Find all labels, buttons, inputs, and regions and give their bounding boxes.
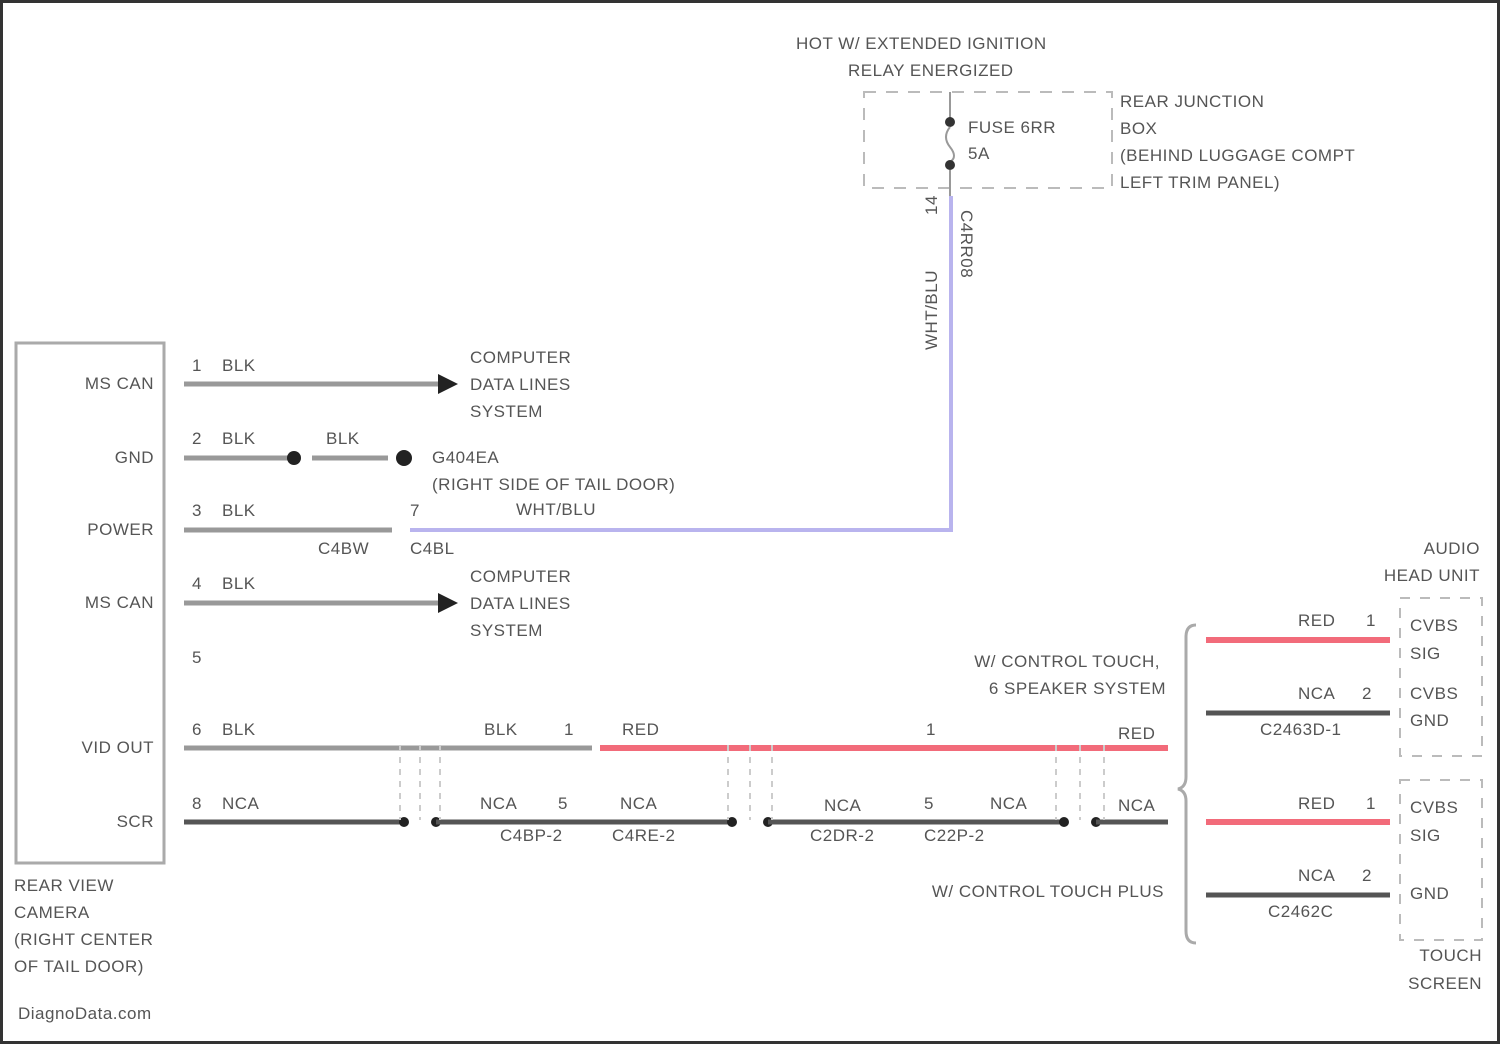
vid-red1: RED	[622, 720, 660, 739]
wire-color-2: BLK	[222, 429, 256, 448]
hu-name-2a: CVBS	[1410, 684, 1459, 703]
rjb-label-1: REAR JUNCTION	[1120, 92, 1265, 111]
wire-color-8: NCA	[222, 794, 260, 813]
pin-name-1: MS CAN	[84, 374, 154, 393]
ts-color-1: RED	[1298, 794, 1336, 813]
conn-c4re: C4RE-2	[612, 826, 676, 845]
system-a-1: W/ CONTROL TOUCH,	[974, 652, 1160, 671]
system-a-2: 6 SPEAKER SYSTEM	[988, 679, 1166, 698]
rjb-connector: C4RR08	[957, 210, 976, 279]
hu-pin-2: 2	[1362, 684, 1372, 703]
wire-color-1: BLK	[222, 356, 256, 375]
conn-c2dr: C2DR-2	[810, 826, 875, 845]
title-line-1: HOT W/ EXTENDED IGNITION	[796, 34, 1047, 53]
scr-nca-2: NCA	[620, 794, 658, 813]
cdl1-2: DATA LINES	[470, 375, 571, 394]
vid-pin1: 1	[564, 720, 574, 739]
scr-nca-4: NCA	[990, 794, 1028, 813]
pin-num-6: 6	[192, 720, 202, 739]
hu-name-1a: CVBS	[1410, 616, 1459, 635]
ts-pin-2: 2	[1362, 866, 1372, 885]
touch-label-1: TOUCH	[1419, 946, 1482, 965]
power-pin: 7	[410, 501, 420, 520]
hu-name-1b: SIG	[1410, 644, 1441, 663]
camera-label-4: OF TAIL DOOR)	[14, 957, 144, 976]
fuse-rating: 5A	[968, 144, 990, 163]
ts-connector: C2462C	[1268, 902, 1334, 921]
conn-c4bp: C4BP-2	[500, 826, 563, 845]
pin-name-6: VID OUT	[81, 738, 154, 757]
vid-pin2: 1	[926, 720, 936, 739]
rjb-pin: 14	[922, 195, 941, 215]
wire-color-2b: BLK	[326, 429, 360, 448]
power-conn-1: C4BW	[318, 539, 370, 558]
ts-name-2: GND	[1410, 884, 1450, 903]
camera-label-1: REAR VIEW	[14, 876, 114, 895]
ground-id: G404EA	[432, 448, 500, 467]
pin-name-8: SCR	[116, 812, 154, 831]
hu-connector: C2463D-1	[1260, 720, 1342, 739]
pin-name-2: GND	[114, 448, 154, 467]
cdl2-3: SYSTEM	[470, 621, 543, 640]
camera-label-2: CAMERA	[14, 903, 90, 922]
pin-num-5: 5	[192, 648, 202, 667]
head-unit-label-2: HEAD UNIT	[1383, 566, 1480, 585]
cdl1-1: COMPUTER	[470, 348, 572, 367]
system-b: W/ CONTROL TOUCH PLUS	[931, 882, 1164, 901]
camera-label-3: (RIGHT CENTER	[14, 930, 154, 949]
ts-name-1a: CVBS	[1410, 798, 1459, 817]
scr-nca-1: NCA	[480, 794, 518, 813]
hu-name-2b: GND	[1410, 711, 1450, 730]
pin-num-2: 2	[192, 429, 202, 448]
power-wire: WHT/BLU	[516, 500, 596, 519]
cdl2-2: DATA LINES	[470, 594, 571, 613]
power-conn-2: C4BL	[410, 539, 455, 558]
scr-pin-2: 5	[924, 794, 934, 813]
pin-num-4: 4	[192, 574, 202, 593]
pin-name-3: POWER	[87, 520, 154, 539]
title-line-2: RELAY ENERGIZED	[848, 61, 1014, 80]
conn-c22p: C22P-2	[924, 826, 985, 845]
head-unit-label-1: AUDIO	[1423, 539, 1480, 558]
wire-color-6: BLK	[222, 720, 256, 739]
scr-nca-5: NCA	[1118, 796, 1156, 815]
cdl1-3: SYSTEM	[470, 402, 543, 421]
hu-pin-1: 1	[1366, 611, 1376, 630]
watermark: DiagnoData.com	[18, 1004, 152, 1023]
ts-color-2: NCA	[1298, 866, 1336, 885]
pin-num-3: 3	[192, 501, 202, 520]
ground-loc: (RIGHT SIDE OF TAIL DOOR)	[432, 475, 676, 494]
pin-name-4: MS CAN	[84, 593, 154, 612]
pin-num-8: 8	[192, 794, 202, 813]
cdl2-1: COMPUTER	[470, 567, 572, 586]
fuse-label: FUSE 6RR	[968, 118, 1057, 137]
wire-color-3: BLK	[222, 501, 256, 520]
touch-label-2: SCREEN	[1408, 974, 1482, 993]
vid-blk: BLK	[484, 720, 518, 739]
ts-pin-1: 1	[1366, 794, 1376, 813]
wire-color-4: BLK	[222, 574, 256, 593]
rjb-wire: WHT/BLU	[922, 270, 941, 350]
rjb-label-3: (BEHIND LUGGAGE COMPT	[1120, 146, 1356, 165]
hu-color-2: NCA	[1298, 684, 1336, 703]
scr-nca-3: NCA	[824, 796, 862, 815]
rjb-label-4: LEFT TRIM PANEL)	[1120, 173, 1281, 192]
scr-pin-1: 5	[558, 794, 568, 813]
hu-color-1: RED	[1298, 611, 1336, 630]
ts-name-1b: SIG	[1410, 826, 1441, 845]
pin-num-1: 1	[192, 356, 202, 375]
vid-red2: RED	[1118, 724, 1156, 743]
rjb-label-2: BOX	[1120, 119, 1158, 138]
